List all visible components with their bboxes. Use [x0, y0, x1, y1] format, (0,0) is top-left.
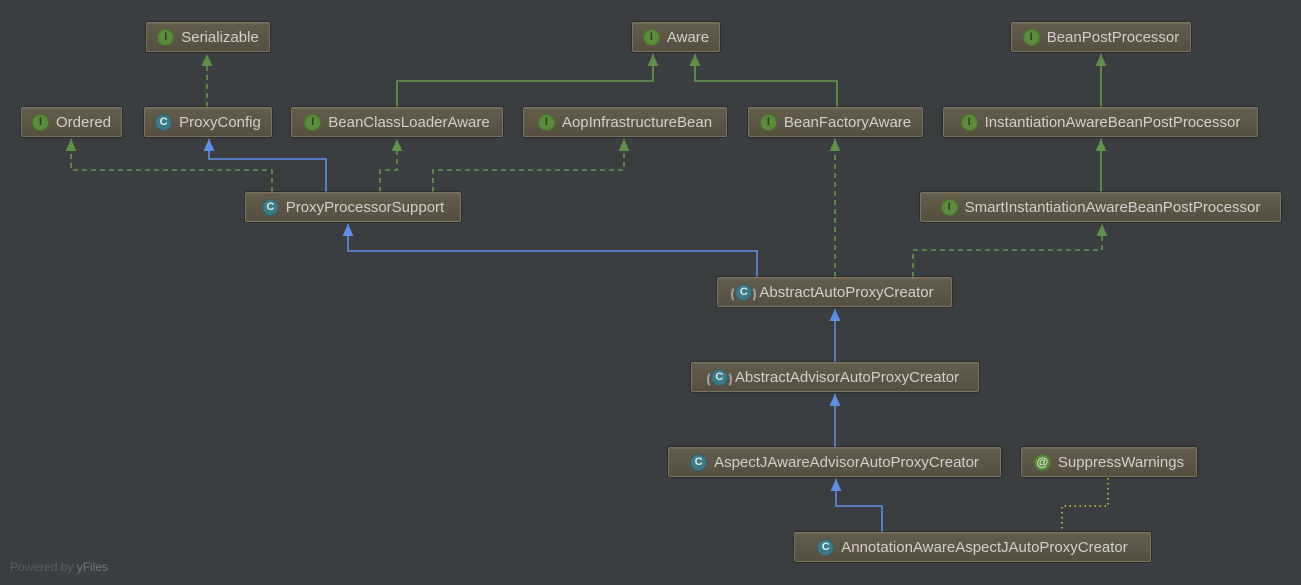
interface-icon: I — [31, 113, 49, 131]
node-label: ProxyProcessorSupport — [285, 198, 445, 216]
node-ordered[interactable]: I Ordered — [21, 107, 122, 137]
edge-beanfactoryaware-aware — [689, 54, 838, 107]
edge-abstractautoproxycreator-proxyprocessorsupport — [342, 224, 758, 277]
node-aspectjawareadvisorautoproxycreator[interactable]: C AspectJAwareAdvisorAutoProxyCreator — [668, 447, 1001, 477]
node-beanclassloaderaware[interactable]: I BeanClassLoaderAware — [291, 107, 503, 137]
edge-abstractautoproxycreator-smartinstantiationawarebpp — [912, 224, 1108, 277]
interface-icon: I — [759, 113, 777, 131]
powered-by-yfiles: Powered by yFiles — [10, 560, 108, 574]
edge-annotationaware-aspectjaware — [830, 479, 883, 532]
node-instantiationawarebeanpostprocessor[interactable]: I InstantiationAwareBeanPostProcessor — [943, 107, 1258, 137]
node-label: ProxyConfig — [179, 113, 261, 131]
node-label: AbstractAutoProxyCreator — [759, 283, 934, 301]
node-label: BeanFactoryAware — [783, 113, 912, 131]
node-abstractautoproxycreator[interactable]: C AbstractAutoProxyCreator — [717, 277, 952, 307]
class-icon: C — [817, 538, 835, 556]
node-beanfactoryaware[interactable]: I BeanFactoryAware — [748, 107, 923, 137]
node-beanpostprocessor[interactable]: I BeanPostProcessor — [1011, 22, 1191, 52]
node-label: Aware — [666, 28, 710, 46]
edge-proxyprocessorsupport-ordered — [65, 139, 273, 192]
class-icon: C — [690, 453, 708, 471]
annotation-icon: @ — [1033, 453, 1051, 471]
node-aware[interactable]: I Aware — [632, 22, 720, 52]
class-icon: C — [261, 198, 279, 216]
node-label: AnnotationAwareAspectJAutoProxyCreator — [841, 538, 1128, 556]
interface-icon: I — [642, 28, 660, 46]
yfiles-brand-text: yFiles — [76, 560, 109, 574]
node-label: AspectJAwareAdvisorAutoProxyCreator — [714, 453, 979, 471]
node-label: AopInfrastructureBean — [561, 113, 713, 131]
interface-icon: I — [304, 113, 322, 131]
node-proxyconfig[interactable]: C ProxyConfig — [144, 107, 272, 137]
node-label: SuppressWarnings — [1057, 453, 1185, 471]
node-annotationawareaspectjautoproxycreator[interactable]: C AnnotationAwareAspectJAutoProxyCreator — [794, 532, 1151, 562]
node-label: BeanPostProcessor — [1046, 28, 1180, 46]
node-label: BeanClassLoaderAware — [328, 113, 490, 131]
node-smartinstantiationawarebeanpostprocessor[interactable]: I SmartInstantiationAwareBeanPostProcess… — [920, 192, 1281, 222]
interface-icon: I — [940, 198, 958, 216]
edge-annotationaware-suppresswarnings — [1061, 478, 1109, 532]
edge-proxyprocessorsupport-beanclassloaderaware — [379, 139, 403, 192]
node-label: Serializable — [181, 28, 259, 46]
interface-icon: I — [1022, 28, 1040, 46]
node-serializable[interactable]: I Serializable — [146, 22, 270, 52]
edge-proxyprocessorsupport-proxyconfig — [203, 139, 327, 192]
edge-proxyprocessorsupport-aopinfrastructurebean — [432, 139, 630, 192]
node-abstractadvisorautoproxycreator[interactable]: C AbstractAdvisorAutoProxyCreator — [691, 362, 979, 392]
node-label: SmartInstantiationAwareBeanPostProcessor — [964, 198, 1261, 216]
node-label: InstantiationAwareBeanPostProcessor — [984, 113, 1241, 131]
node-suppresswarnings[interactable]: @ SuppressWarnings — [1021, 447, 1197, 477]
node-label: Ordered — [55, 113, 112, 131]
node-label: AbstractAdvisorAutoProxyCreator — [734, 368, 960, 386]
interface-icon: I — [157, 28, 175, 46]
edge-beanclassloaderaware-aware — [396, 54, 659, 107]
interface-icon: I — [537, 113, 555, 131]
abstract-class-icon: C — [706, 368, 732, 388]
node-aopinfrastructurebean[interactable]: I AopInfrastructureBean — [523, 107, 727, 137]
class-icon: C — [155, 113, 173, 131]
interface-icon: I — [960, 113, 978, 131]
node-proxyprocessorsupport[interactable]: C ProxyProcessorSupport — [245, 192, 461, 222]
powered-by-text: Powered by — [10, 560, 74, 574]
abstract-class-icon: C — [731, 283, 757, 303]
